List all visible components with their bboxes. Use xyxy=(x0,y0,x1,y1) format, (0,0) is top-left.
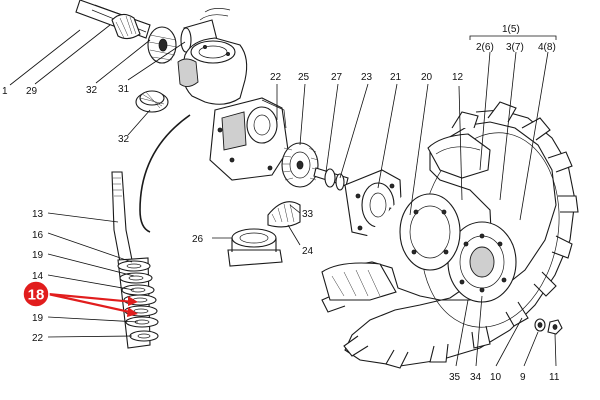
washer-14 xyxy=(121,284,155,296)
nut-11 xyxy=(547,319,563,335)
label-1-5: 1(5) xyxy=(502,24,520,35)
crown-gear-25 xyxy=(281,142,319,188)
bearing-22-lower xyxy=(129,330,159,342)
wheel-disc-20 xyxy=(399,193,461,271)
tire-tread-inner xyxy=(321,262,397,301)
upper-drive-shaft xyxy=(75,0,151,40)
label-20: 20 xyxy=(421,72,433,83)
label-14: 14 xyxy=(32,271,44,282)
label-1: 1 xyxy=(2,86,8,97)
label-22-lower: 22 xyxy=(32,333,44,344)
label-16: 16 xyxy=(32,230,44,241)
label-31: 31 xyxy=(118,84,130,95)
label-10: 10 xyxy=(490,372,502,383)
control-cable xyxy=(139,114,191,233)
label-35: 35 xyxy=(449,372,461,383)
bearing-26 xyxy=(227,228,283,267)
label-19-lower: 19 xyxy=(32,313,44,324)
part-labels: 1 29 32 31 32 22 25 27 23 21 20 12 1(5) … xyxy=(2,24,560,383)
washer-16 xyxy=(117,260,151,272)
bevel-gear-small xyxy=(147,26,178,64)
highlight-badge: 18 xyxy=(22,280,50,308)
nut-9 xyxy=(534,318,546,332)
label-22-upper: 22 xyxy=(270,72,282,83)
label-29: 29 xyxy=(26,86,38,97)
label-32-lower: 32 xyxy=(118,134,130,145)
label-2-6: 2(6) xyxy=(476,42,494,53)
shaft-27 xyxy=(313,167,349,191)
label-27: 27 xyxy=(331,72,343,83)
badge-label: 18 xyxy=(28,287,45,304)
washer-19-upper xyxy=(119,272,153,284)
label-25: 25 xyxy=(298,72,310,83)
label-19-upper: 19 xyxy=(32,250,44,261)
label-13: 13 xyxy=(32,209,44,220)
upper-housing xyxy=(177,8,248,105)
label-3-7: 3(7) xyxy=(506,42,524,53)
bearing-32 xyxy=(135,90,169,113)
label-26: 26 xyxy=(192,234,204,245)
fender-cover xyxy=(427,133,491,179)
label-21: 21 xyxy=(390,72,402,83)
bevel-gear-33 xyxy=(267,201,301,228)
label-23: 23 xyxy=(361,72,373,83)
gear-housing xyxy=(209,97,289,181)
label-12: 12 xyxy=(452,72,464,83)
highlight-arrows xyxy=(47,292,138,317)
label-9: 9 xyxy=(520,372,526,383)
label-34: 34 xyxy=(470,372,482,383)
label-4-8: 4(8) xyxy=(538,42,556,53)
leader-lines xyxy=(9,24,557,367)
label-33: 33 xyxy=(302,209,314,220)
label-11: 11 xyxy=(549,372,560,383)
label-24: 24 xyxy=(302,246,314,257)
label-32-upper: 32 xyxy=(86,85,98,96)
washer-19-lower xyxy=(125,316,159,328)
